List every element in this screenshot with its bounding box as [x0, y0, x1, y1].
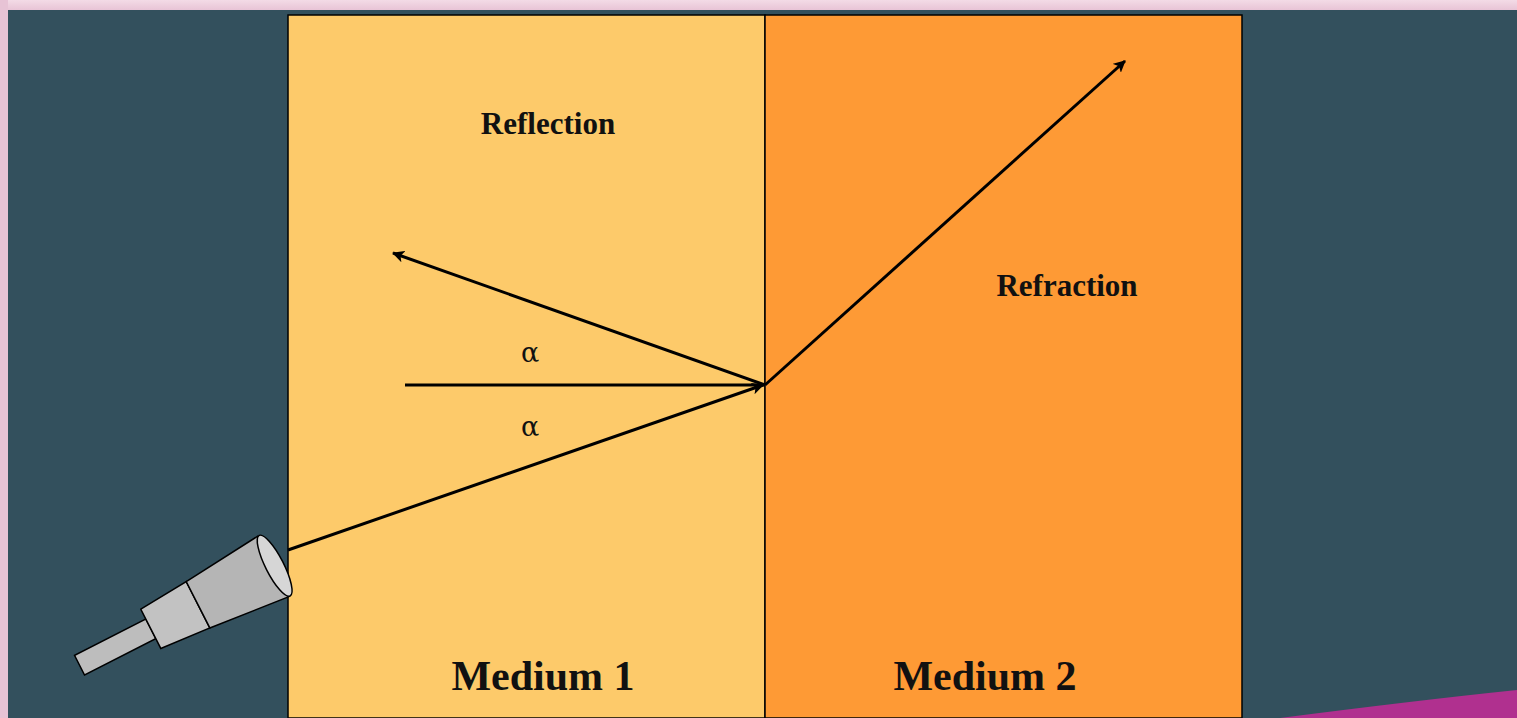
medium-2-band — [765, 15, 1242, 718]
incident-ray — [288, 385, 763, 550]
process-label: Refraction — [996, 269, 1137, 303]
medium-name: Medium 1 — [451, 653, 634, 699]
left-strip — [0, 0, 8, 718]
angle-label: α — [521, 338, 539, 368]
reflected-ray — [393, 253, 765, 385]
corner-swoosh — [1280, 690, 1517, 718]
medium-1-band — [288, 15, 765, 718]
medium-band: RefractionMedium 2 — [765, 15, 1242, 718]
top-strip — [0, 0, 1517, 10]
process-label: Reflection — [481, 107, 615, 141]
medium-name: Medium 2 — [893, 653, 1076, 699]
transducer-probe — [64, 531, 298, 695]
refracted-ray — [765, 61, 1125, 385]
angle-label: α — [521, 412, 539, 442]
normal-line — [405, 384, 765, 387]
